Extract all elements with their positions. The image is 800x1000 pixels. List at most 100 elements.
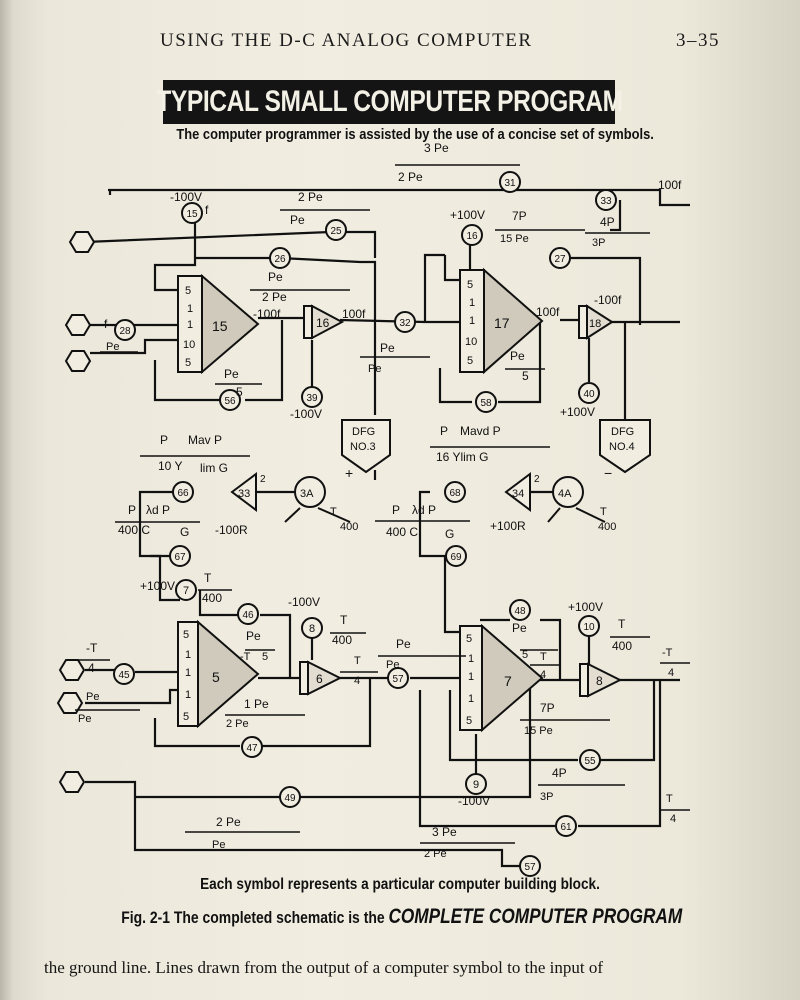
svg-text:NO.3: NO.3	[350, 441, 376, 453]
svg-text:400: 400	[598, 521, 616, 533]
amplifier-16: 16	[303, 304, 345, 340]
svg-text:1 Pe: 1 Pe	[244, 697, 269, 711]
input-terminal	[68, 231, 96, 253]
svg-text:1: 1	[187, 319, 193, 331]
svg-text:T: T	[204, 571, 212, 585]
svg-text:+100V: +100V	[560, 405, 595, 419]
wire-in-per	[90, 338, 180, 355]
svg-text:10: 10	[465, 336, 477, 348]
potentiometer-label: 39	[306, 393, 318, 404]
svg-text:400: 400	[612, 639, 632, 653]
svg-text:λd P: λd P	[412, 503, 436, 517]
svg-text:2 Pe: 2 Pe	[262, 290, 287, 304]
potentiometer-45: 45	[113, 663, 135, 685]
schematic-labels: 3 Pe 2 Pe 100f -100V f 2 Pe Pe Pe 2 Pe -…	[78, 141, 682, 860]
wire-56-out	[245, 320, 284, 402]
potentiometer-48: 48	[509, 599, 531, 621]
svg-text:Pe: Pe	[268, 270, 283, 284]
inverter-amplifiers: 16 18 6 8 33 2	[230, 304, 623, 698]
potentiometer-28: 28	[114, 319, 136, 341]
svg-text:λd P: λd P	[146, 503, 170, 517]
svg-text:3 Pe: 3 Pe	[424, 141, 449, 155]
svg-text:T: T	[540, 651, 547, 663]
wire-68-69	[418, 490, 460, 634]
svg-text:1: 1	[469, 297, 475, 309]
wire-pot15	[153, 215, 197, 292]
wire-pot27-left	[423, 253, 445, 322]
fraction-bars	[75, 164, 690, 844]
svg-text:100f: 100f	[658, 178, 682, 192]
svg-text:Pe: Pe	[290, 213, 305, 227]
svg-text:-100f: -100f	[594, 293, 622, 307]
potentiometer-label: 9	[473, 779, 479, 791]
potentiometer-label: 33	[600, 196, 612, 207]
amplifier-8: 8	[579, 662, 623, 698]
svg-text:T: T	[340, 613, 348, 627]
svg-text:+: +	[345, 465, 353, 481]
potentiometer-10: 10	[578, 615, 600, 637]
svg-text:T: T	[666, 793, 673, 805]
svg-text:+100V: +100V	[450, 208, 485, 222]
potentiometer-label: 26	[274, 254, 286, 265]
wire-pot25	[84, 230, 377, 258]
svg-text:-T: -T	[662, 647, 673, 659]
svg-text:Pe: Pe	[368, 363, 381, 375]
svg-text:Pe: Pe	[380, 341, 395, 355]
svg-text:T: T	[330, 506, 337, 518]
svg-text:1: 1	[468, 671, 474, 683]
svg-text:4P: 4P	[600, 215, 615, 229]
title-banner: TYPICAL SMALL COMPUTER PROGRAM	[156, 80, 623, 124]
input-terminal	[58, 771, 86, 793]
wire-17-in-top	[443, 255, 460, 282]
dfg-no4: DFG NO.4	[599, 419, 651, 474]
svg-text:10 Y: 10 Y	[158, 459, 182, 473]
servo-4a: 4A	[547, 476, 606, 523]
svg-text:T: T	[618, 617, 626, 631]
svg-text:2 Pe: 2 Pe	[216, 815, 241, 829]
potentiometer-47: 47	[241, 736, 263, 758]
wire-pot46-loop	[260, 613, 292, 678]
amplifier-5: 5 5 1 1 1 5	[177, 619, 260, 729]
svg-text:1: 1	[469, 315, 475, 327]
svg-text:3 Pe: 3 Pe	[432, 825, 457, 839]
svg-text:4P: 4P	[552, 766, 567, 780]
potentiometer-69: 69	[445, 545, 467, 567]
svg-text:4A: 4A	[558, 488, 572, 500]
potentiometer-label: 49	[284, 793, 296, 804]
wires	[84, 188, 690, 868]
svg-text:DFG: DFG	[352, 426, 375, 438]
svg-text:G: G	[445, 527, 454, 541]
svg-text:3P: 3P	[592, 237, 605, 249]
amplifier-17: 17 5 1 1 10 5	[459, 267, 544, 375]
potentiometer-55: 55	[579, 749, 601, 771]
potentiometer-label: 46	[242, 610, 254, 621]
svg-text:Pe: Pe	[510, 349, 525, 363]
svg-text:f: f	[104, 317, 108, 331]
svg-text:Pe: Pe	[78, 713, 91, 725]
svg-text:-100V: -100V	[170, 190, 202, 204]
svg-text:15 Pe: 15 Pe	[500, 233, 529, 245]
input-terminal	[56, 692, 84, 714]
svg-text:15: 15	[212, 318, 228, 334]
potentiometer-label: 7	[183, 585, 189, 597]
svg-text:400: 400	[332, 633, 352, 647]
figure-number: Fig. 2-1	[121, 908, 171, 927]
input-terminals	[56, 231, 96, 793]
facing-page-edge	[0, 0, 14, 1000]
wire-pot26-loop	[195, 256, 377, 322]
svg-text:2 Pe: 2 Pe	[398, 170, 423, 184]
amplifier-18: 18	[578, 304, 614, 340]
svg-text:-100V: -100V	[288, 595, 320, 609]
svg-text:5: 5	[467, 279, 473, 291]
potentiometer-label: 55	[584, 756, 596, 767]
wire-pot61	[418, 690, 555, 828]
potentiometer-8: 8	[301, 617, 323, 639]
potentiometer-label: 10	[583, 622, 595, 633]
svg-text:1: 1	[187, 303, 193, 315]
svg-text:T: T	[354, 655, 361, 667]
svg-text:-100f: -100f	[253, 307, 281, 321]
wire-47-out	[262, 678, 372, 748]
potentiometer-label: 31	[504, 178, 516, 189]
svg-text:1: 1	[185, 667, 191, 679]
